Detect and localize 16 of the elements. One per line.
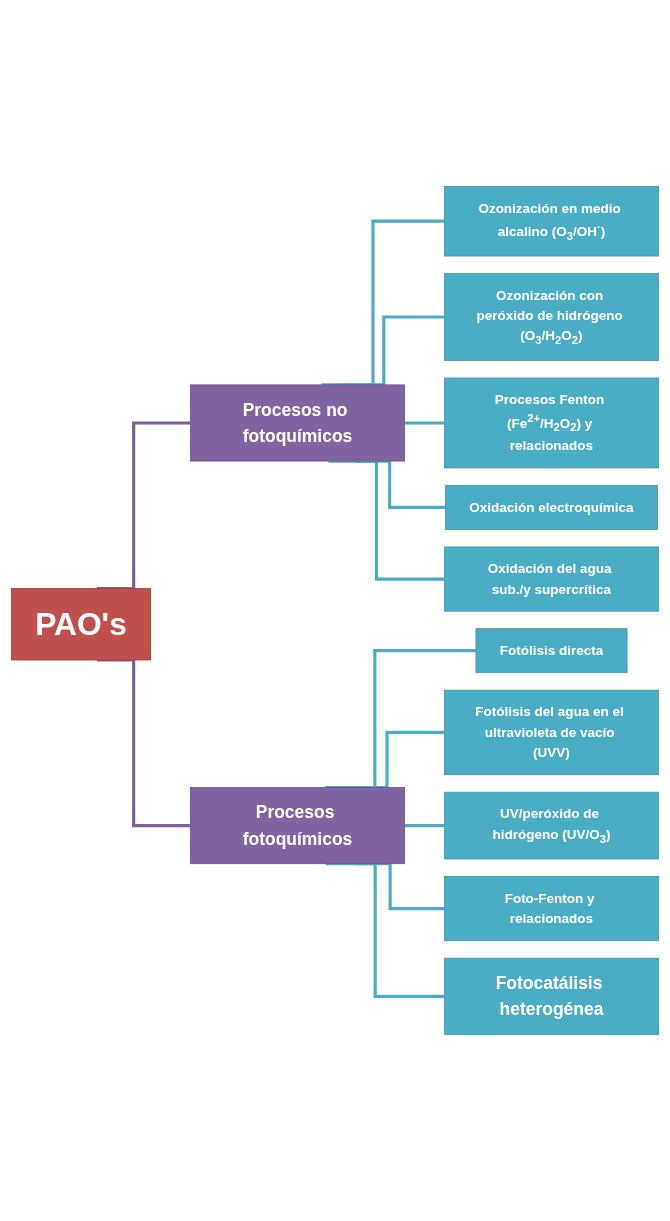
node-box: Foto-Fenton y relacionados (443, 876, 660, 942)
node-box: Procesos fotoquímicos (189, 787, 406, 865)
node-box: Ozonización en medio alcalino (O$_{3}$/OH$^{·}$) (443, 186, 660, 257)
node-box: Fotocatálisis heterogénea (443, 957, 660, 1035)
node-box: UV/peróxido de hidrógeno (UV/O$_{3}$) (443, 791, 660, 860)
connector (325, 862, 445, 998)
node-box: Ozonización con peróxido de hidrógeno (O$_{3}$/H$_{2}$O$_{2}$) (443, 273, 660, 362)
node-box: Fotólisis del agua en el ultravioleta de vacío (UVV) (443, 689, 660, 776)
node-box: Fotólisis directa (475, 628, 628, 674)
node-box: Oxidación electroquímica (445, 485, 658, 530)
node-box: Oxidación del agua sub./y supercrítica (443, 546, 660, 612)
connector (404, 824, 445, 828)
node-box: Procesos no fotoquímicos (189, 384, 406, 462)
node-box: Procesos Fenton (Fe$^{2+}$/H$_{2}$O$_{2}$) y relacionados (443, 377, 660, 469)
connector (404, 421, 445, 425)
node-box: PAO's (10, 588, 152, 661)
